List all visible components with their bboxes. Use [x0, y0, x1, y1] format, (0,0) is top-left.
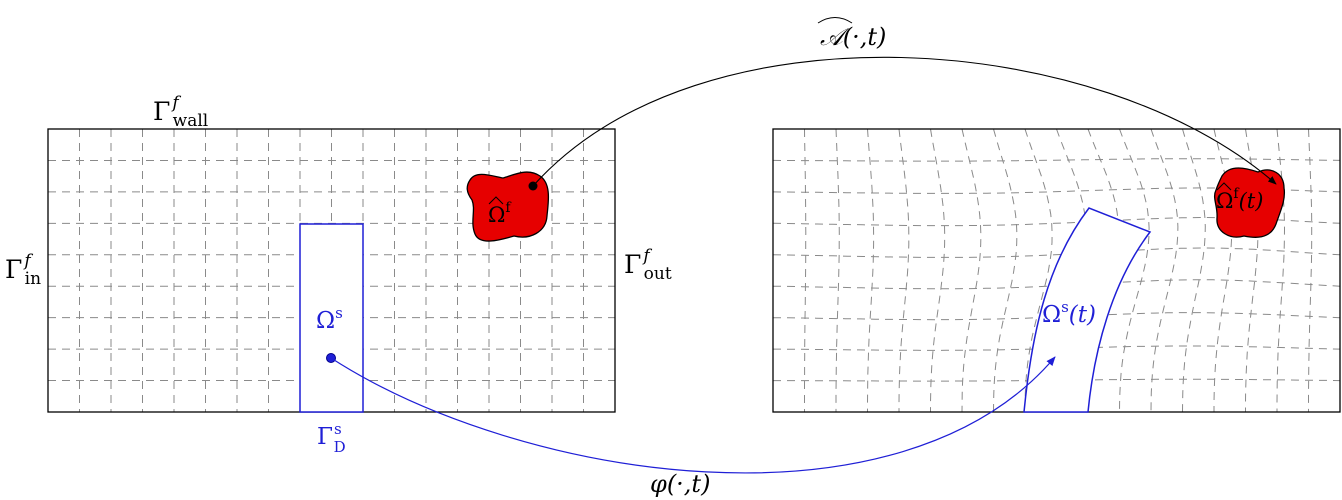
mesh-curve-vertical: [1276, 128, 1286, 412]
mesh-curve-horizontal: [772, 279, 1341, 290]
ale-map-label: 𝒜(·,t): [820, 23, 886, 51]
deformation-map-arrow: [330, 356, 1056, 474]
mesh-curve-vertical: [1308, 128, 1313, 412]
mesh-curve-vertical: [930, 128, 946, 412]
mesh-curve-vertical: [1024, 128, 1053, 413]
omega-f-hat-accent: [488, 196, 504, 205]
mesh-curve-vertical: [867, 128, 875, 412]
mesh-curve-vertical: [993, 128, 1018, 413]
reference-fluid-blob: [466, 171, 550, 242]
omega-s-t-label: Ωs(t): [1042, 298, 1096, 328]
phi-map-label: φ(·,t): [650, 470, 710, 498]
mesh-curve-vertical: [1150, 128, 1179, 413]
mesh-curve-vertical: [1119, 128, 1150, 413]
reference-solid-beam: [299, 223, 364, 413]
omega-s-label: Ωs: [316, 304, 343, 334]
ale-map-hat: [817, 17, 853, 24]
omega-f-t-label: Ωf(t): [1216, 186, 1263, 213]
deformed-fluid-blob: [1213, 167, 1286, 238]
mesh-curve-vertical: [961, 128, 982, 413]
mesh-curve-vertical: [898, 128, 910, 412]
mesh-curve-vertical: [1182, 128, 1206, 413]
mesh-curve-vertical: [835, 128, 840, 412]
omega-f-hat-label: Ωf: [488, 200, 512, 227]
mesh-curve-horizontal: [772, 247, 1341, 258]
mesh-curve-horizontal: [772, 158, 1341, 162]
mesh-curve-vertical: [804, 128, 807, 412]
ale-map-arrow: [532, 56, 1277, 187]
omega-f-t-accent: [1216, 182, 1232, 191]
